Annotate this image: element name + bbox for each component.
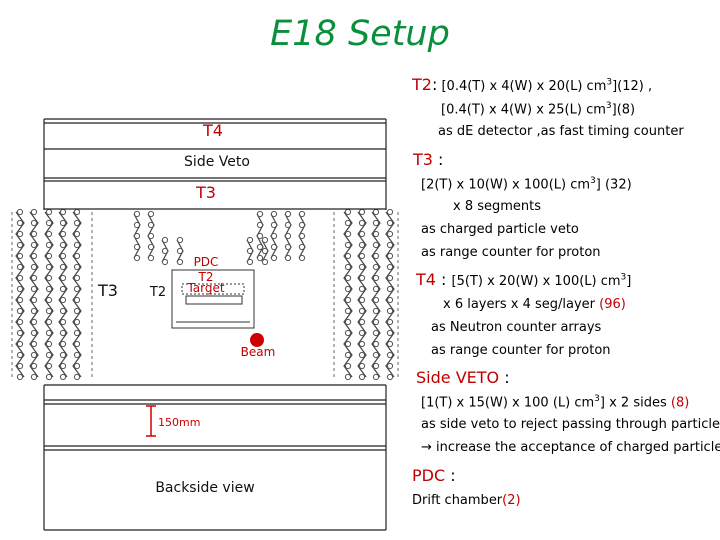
t2-line1-close: ](12) ,: [612, 79, 653, 94]
t2-line1-text: [0.4(T) x 4(W) x 20(L) cm: [437, 79, 607, 94]
t4-line1-sup: 3: [620, 272, 627, 283]
t4-spec-line3: as Neutron counter arrays: [431, 320, 602, 335]
pdc-line1-count: (2): [502, 493, 521, 508]
side-veto-spec-line1: [1(T) x 15(W) x 100 (L) cm3] x 2 sides (…: [421, 394, 689, 410]
side-veto-line1-sup: 3: [594, 394, 600, 404]
pdc-spec-heading: PDC :: [412, 466, 456, 485]
bottom-frame: [43, 384, 387, 531]
t3-spec-line4: as range counter for proton: [421, 245, 601, 260]
side-veto-line1-count: (8): [670, 395, 690, 411]
pdc-spec-line1: Drift chamber(2): [412, 493, 521, 508]
t3-spec-heading: T3 :: [413, 150, 443, 169]
t4-line2-text: x 6 layers x 4 seg/layer: [443, 297, 600, 312]
beam-label: Beam: [241, 345, 276, 359]
pdc-heading: PDC: [412, 466, 446, 485]
t4-heading: T4: [416, 270, 436, 289]
t2-spec-line1: T2: [0.4(T) x 4(W) x 20(L) cm3](12) ,: [412, 75, 652, 94]
t3-heading: T3: [413, 150, 433, 169]
scale-bar: [146, 405, 156, 437]
t3-left-label: T3: [97, 281, 118, 300]
side-veto-heading: Side VETO: [416, 368, 500, 387]
t2-line2-text: [0.4(T) x 4(W) x 25(L) cm: [441, 102, 606, 118]
side-veto-line1-close: ] x 2 sides: [599, 395, 671, 411]
t2-line1-sup: 3: [606, 77, 613, 88]
side-veto-line1-text: [1(T) x 15(W) x 100 (L) cm: [421, 395, 595, 411]
side-veto-line3-text: increase the acceptance of charged parti…: [431, 440, 720, 455]
t4-sep: :: [435, 270, 452, 289]
side-veto-spec-line2: as side veto to reject passing through p…: [421, 417, 720, 432]
t2-line2-sup: 3: [605, 101, 612, 111]
t2-heading: T2: [412, 75, 432, 94]
page-title: E18 Setup: [270, 14, 450, 54]
t3-line1-close: ] (32): [595, 177, 632, 193]
beam-dot: [250, 333, 264, 347]
t2-overlap-label: T2: [198, 270, 214, 284]
pdc-line1-text: Drift chamber: [412, 493, 503, 508]
top-frame: [43, 118, 387, 210]
view-label: Backside view: [155, 480, 254, 496]
t2-spec-line3: as dE detector ,as fast timing counter: [438, 124, 684, 139]
t4-line2-count: (96): [599, 297, 626, 312]
t4-spec-line2: x 6 layers x 4 seg/layer (96): [443, 297, 626, 312]
detector-diagram: T4 Side Veto T3 T3 T2 PDC T2 Target Beam…: [11, 118, 399, 531]
side-veto-spec-line3: → increase the acceptance of charged par…: [421, 440, 720, 455]
scintillator-chains: [11, 208, 399, 381]
target-label: Target: [186, 281, 224, 295]
pdc-sep: :: [445, 466, 456, 485]
t2-line2-close: ](8): [611, 102, 636, 118]
t3-top-label: T3: [195, 183, 216, 202]
t3-line1-text: [2(T) x 10(W) x 100(L) cm: [421, 177, 591, 193]
t4-spec-line1: T4 : [5(T) x 20(W) x 100(L) cm3]: [416, 270, 631, 289]
t3-sep: :: [432, 150, 444, 169]
pdc-label: PDC: [194, 255, 219, 269]
t3-line1-sup: 3: [590, 176, 596, 186]
t4-label: T4: [202, 121, 223, 140]
side-veto-sep: :: [499, 368, 510, 387]
side-veto-label: Side Veto: [184, 154, 250, 170]
target-box: [171, 269, 255, 329]
scale-label: 150mm: [158, 416, 200, 429]
side-veto-spec-heading: Side VETO :: [416, 368, 510, 387]
arrow-icon: →: [421, 440, 432, 455]
t2-label: T2: [149, 285, 166, 300]
t3-spec-line1: [2(T) x 10(W) x 100(L) cm3] (32): [421, 176, 632, 192]
t4-spec-line4: as range counter for proton: [431, 343, 611, 358]
t3-spec-line2: x 8 segments: [453, 199, 542, 214]
t2-sep: :: [431, 75, 438, 94]
t3-spec-line3: as charged particle veto: [421, 222, 579, 237]
t4-line1-text: [5(T) x 20(W) x 100(L) cm: [451, 274, 621, 289]
t4-line1-close: ]: [626, 274, 632, 289]
t2-spec-line2: [0.4(T) x 4(W) x 25(L) cm3](8): [441, 101, 635, 117]
